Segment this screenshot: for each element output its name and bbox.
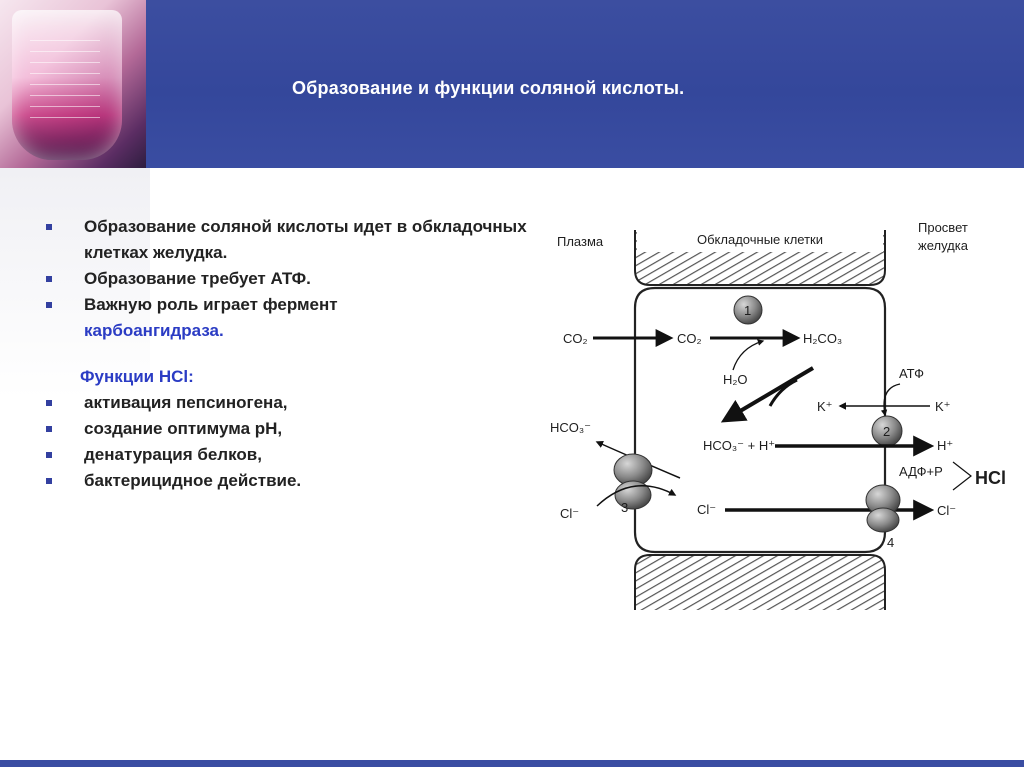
footer-bar xyxy=(0,760,1024,767)
bullet-square-icon xyxy=(46,400,52,406)
left-fade-decoration xyxy=(0,168,150,398)
enzyme-name: карбоангидраза. xyxy=(84,321,224,340)
k-cell: K⁺ xyxy=(817,399,833,414)
bullet-square-icon xyxy=(46,426,52,432)
chloride-channel-lower-icon xyxy=(866,507,900,533)
atp-curve-arrow xyxy=(880,383,901,417)
bullet-square-icon xyxy=(46,478,52,484)
dissociation-hook xyxy=(768,378,798,407)
function-item: создание оптимума рН, xyxy=(40,416,530,442)
function-text: создание оптимума рН, xyxy=(84,419,283,438)
dissociation-arrow xyxy=(720,366,815,423)
function-item: денатурация белков, xyxy=(40,442,530,468)
lumen-label-2: желудка xyxy=(918,238,969,253)
hco3-h-label: HCO₃⁻ + H⁺ xyxy=(703,438,775,453)
co2-cell: CO₂ xyxy=(677,331,702,346)
adp-p-label: АДФ+Р xyxy=(899,464,943,479)
function-text: бактерицидное действие. xyxy=(84,471,302,490)
carbonic-anhydrase-icon xyxy=(733,295,763,325)
function-text: денатурация белков, xyxy=(84,445,262,464)
flask-photo xyxy=(0,0,146,168)
bullet-square-icon xyxy=(46,276,52,282)
h-lumen: H⁺ xyxy=(937,438,953,453)
bullet-item: Образование соляной кислоты идет в обкла… xyxy=(40,214,530,266)
atp-label: АТФ xyxy=(899,366,924,381)
parietal-cell xyxy=(633,286,887,554)
function-text: активация пепсиногена, xyxy=(84,393,288,412)
enzyme-number-1: 1 xyxy=(744,303,751,318)
function-item: бактерицидное действие. xyxy=(40,468,530,494)
lower-cell-membrane xyxy=(634,554,886,610)
cl-entry-arrow xyxy=(596,484,677,507)
pump-number-2: 2 xyxy=(883,424,890,439)
k-lumen: K⁺ xyxy=(935,399,951,414)
parietal-cell-diagram: Плазма Обкладочные клетки Просвет желудк… xyxy=(550,220,1006,610)
cl-plasma: Cl⁻ xyxy=(560,506,579,521)
flask-scale xyxy=(30,30,100,120)
bullet-text: Образование соляной кислоты идет в обкла… xyxy=(84,217,527,262)
exchanger-number-3: 3 xyxy=(621,500,628,515)
slide-title: Образование и функции соляной кислоты. xyxy=(292,78,685,98)
cl-lumen: Cl⁻ xyxy=(937,503,956,518)
hcl-label: HCl xyxy=(975,468,1006,488)
bullet-square-icon xyxy=(46,452,52,458)
h2co3-label: H₂CO₃ xyxy=(803,331,842,346)
bullet-text: Важную роль играет фермент xyxy=(84,295,338,314)
cells-label: Обкладочные клетки xyxy=(697,232,823,247)
co2-plasma: CO₂ xyxy=(563,331,588,346)
lumen-label: Просвет xyxy=(918,220,968,235)
bullet-list: Образование соляной кислоты идет в обкла… xyxy=(40,214,530,494)
channel-number-4: 4 xyxy=(887,535,894,550)
bullet-square-icon xyxy=(46,224,52,230)
bullet-item: Образование требует АТФ. xyxy=(40,266,530,292)
plasma-label: Плазма xyxy=(557,234,604,249)
bullet-text: Образование требует АТФ. xyxy=(84,269,311,288)
h2o-curve-arrow xyxy=(732,339,765,371)
functions-heading: Функции HCl: xyxy=(80,367,194,386)
bullet-square-icon xyxy=(46,302,52,308)
hcl-brace xyxy=(952,461,972,491)
h2o-label: H₂O xyxy=(723,372,748,387)
header-band xyxy=(0,0,1024,168)
cl-cell: Cl⁻ xyxy=(697,502,716,517)
function-item: активация пепсиногена, xyxy=(40,390,530,416)
bullet-item: Важную роль играет фермент карбоангидраз… xyxy=(40,292,530,344)
hco3-plasma: HCO₃⁻ xyxy=(550,420,591,435)
